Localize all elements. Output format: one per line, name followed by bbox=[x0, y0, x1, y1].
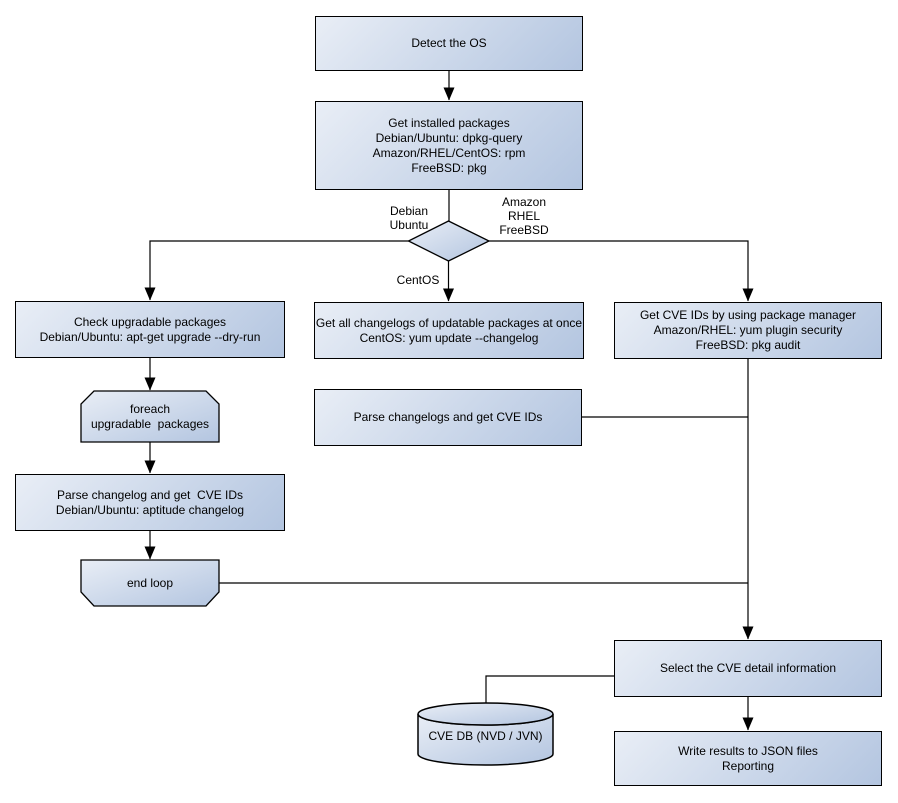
node-select-cve-detail-label: Select the CVE detail information bbox=[659, 661, 837, 675]
edge-label-centos: CentOS bbox=[396, 273, 440, 287]
node-end-loop-label: end loop bbox=[126, 575, 174, 590]
node-check-upgradable-packages-label: Check upgradable packages Debian/Ubuntu:… bbox=[39, 314, 261, 344]
foreach-loop-shape bbox=[80, 390, 220, 443]
cve-db-cylinder-top bbox=[417, 702, 554, 726]
edge-cvedb-to-select bbox=[485, 675, 614, 704]
node-cve-db-label-box: CVE DB (NVD / JVN) bbox=[418, 716, 553, 756]
node-parse-changelog-debian-label: Parse changelog and get CVE IDs Debian/U… bbox=[55, 487, 245, 517]
edge-decision-to-get-cve-ids bbox=[489, 240, 754, 302]
node-get-cve-ids-pkg-manager-label: Get CVE IDs by using package manager Ama… bbox=[639, 308, 857, 352]
node-foreach-loop-label-box: foreach upgradable packages bbox=[81, 391, 219, 442]
node-get-installed-packages: Get installed packages Debian/Ubuntu: dp… bbox=[315, 101, 583, 190]
node-cve-db-label: CVE DB (NVD / JVN) bbox=[428, 728, 543, 743]
node-select-cve-detail: Select the CVE detail information bbox=[614, 640, 882, 697]
node-detect-os: Detect the OS bbox=[315, 16, 583, 71]
node-write-results: Write results to JSON files Reporting bbox=[614, 731, 882, 786]
node-detect-os-label: Detect the OS bbox=[411, 36, 487, 50]
os-decision-diamond bbox=[407, 220, 491, 262]
end-loop-shape bbox=[80, 559, 220, 607]
node-check-upgradable-packages: Check upgradable packages Debian/Ubuntu:… bbox=[15, 301, 285, 358]
node-get-installed-packages-label: Get installed packages Debian/Ubuntu: dp… bbox=[372, 115, 526, 175]
node-foreach-loop-label: foreach upgradable packages bbox=[90, 401, 210, 431]
edge-label-debian-ubuntu: Debian Ubuntu bbox=[389, 204, 429, 232]
cve-db-cylinder bbox=[417, 702, 554, 766]
edge-decision-to-check-upgradable bbox=[144, 240, 409, 301]
node-get-all-changelogs: Get all changelogs of updatable packages… bbox=[314, 302, 584, 359]
node-parse-changelog-debian: Parse changelog and get CVE IDs Debian/U… bbox=[15, 474, 285, 531]
node-get-all-changelogs-label: Get all changelogs of updatable packages… bbox=[315, 315, 583, 345]
node-end-loop-label-box: end loop bbox=[81, 560, 219, 606]
node-get-cve-ids-pkg-manager: Get CVE IDs by using package manager Ama… bbox=[614, 302, 882, 359]
node-parse-changelogs-centos: Parse changelogs and get CVE IDs bbox=[314, 389, 582, 446]
connectors bbox=[144, 71, 754, 731]
node-write-results-label: Write results to JSON files Reporting bbox=[678, 743, 818, 773]
edge-label-amazon-rhel-freebsd: Amazon RHEL FreeBSD bbox=[499, 195, 549, 237]
node-parse-changelogs-centos-label: Parse changelogs and get CVE IDs bbox=[353, 410, 543, 424]
